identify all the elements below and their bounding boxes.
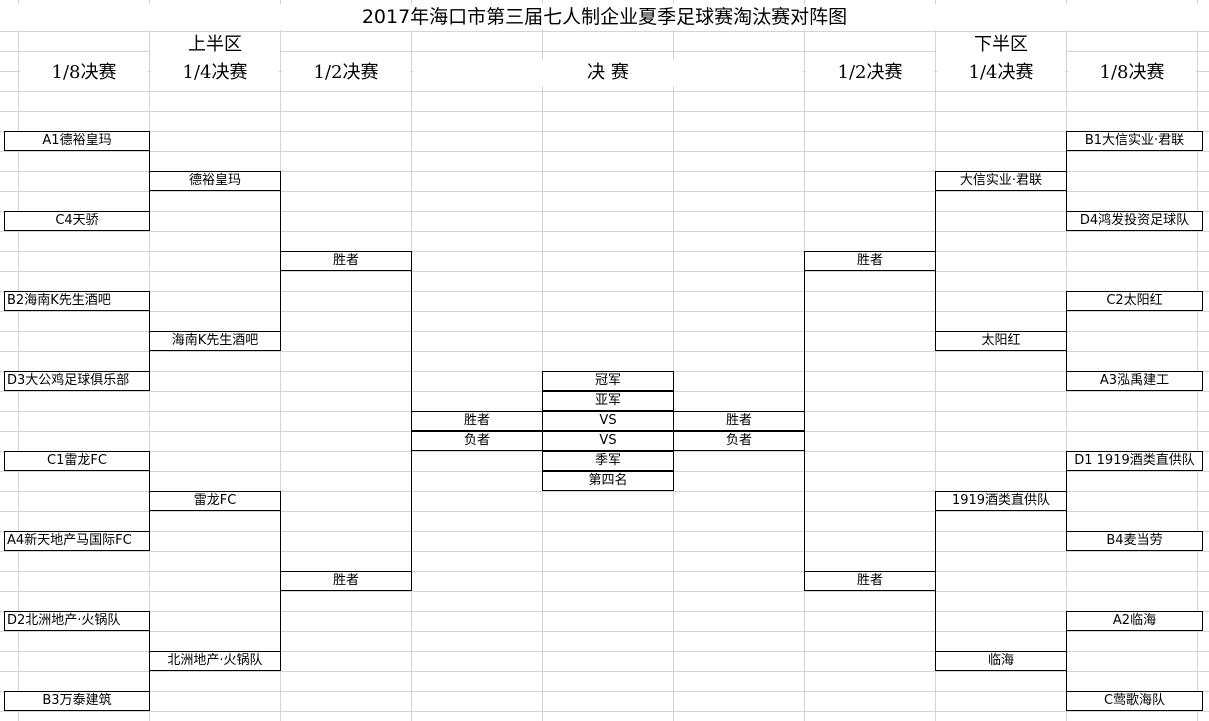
upper-half-label: 上半区 (150, 33, 280, 57)
right-r16-team: C2太阳红 (1066, 291, 1203, 311)
right-sf-slot: 胜者 (804, 251, 936, 271)
left-semifinal-header: 1/2决赛 (282, 60, 410, 86)
right-r16-team: A2临海 (1066, 611, 1203, 631)
runner-up-slot: 亚军 (542, 391, 674, 411)
right-r16-team: D4鸿发投资足球队 (1066, 211, 1203, 231)
left-sf-slot: 胜者 (280, 251, 412, 271)
right-r16-team: B4麦当劳 (1066, 531, 1203, 551)
right-qf-team: 1919酒类直供队 (935, 491, 1067, 511)
third-place-vs-label: VS (542, 431, 674, 451)
left-quarterfinal-header: 1/4决赛 (151, 60, 279, 86)
right-quarterfinal-header: 1/4决赛 (937, 60, 1065, 86)
right-r16-team: B1大信实业·君联 (1066, 131, 1203, 151)
left-r16-team: C4天骄 (4, 211, 150, 231)
left-r16-team: B3万泰建筑 (4, 691, 150, 711)
right-round-of-16-header: 1/8决赛 (1068, 60, 1196, 86)
right-qf-team: 太阳红 (935, 331, 1067, 351)
right-sf-slot: 胜者 (804, 571, 936, 591)
fourth-place-slot: 第四名 (542, 471, 674, 491)
left-r16-team: D2北洲地产·火锅队 (4, 611, 150, 631)
left-final-winner-slot: 胜者 (411, 411, 543, 431)
right-r16-team: A3泓禹建工 (1066, 371, 1203, 391)
final-vs-label: VS (542, 411, 674, 431)
left-qf-team: 德裕皇玛 (149, 171, 281, 191)
left-r16-team: A4新天地产马国际FC (4, 531, 150, 551)
bracket-title: 2017年海口市第三届七人制企业夏季足球赛淘汰赛对阵图 (0, 4, 1209, 30)
right-qf-team: 临海 (935, 651, 1067, 671)
left-r16-team: D3大公鸡足球俱乐部 (4, 371, 150, 391)
right-semifinal-header: 1/2决赛 (806, 60, 934, 86)
third-place-slot: 季军 (542, 451, 674, 471)
right-r16-team: C莺歌海队 (1066, 691, 1203, 711)
left-qf-team: 北洲地产·火锅队 (149, 651, 281, 671)
left-sf-slot: 胜者 (280, 571, 412, 591)
champion-slot: 冠军 (542, 371, 674, 391)
right-qf-team: 大信实业·君联 (935, 171, 1067, 191)
left-round-of-16-header: 1/8决赛 (20, 60, 148, 86)
lower-half-label: 下半区 (936, 33, 1066, 57)
left-qf-team: 雷龙FC (149, 491, 281, 511)
final-header: 决 赛 (413, 60, 803, 86)
left-final-loser-slot: 负者 (411, 431, 543, 451)
left-r16-team: C1雷龙FC (4, 451, 150, 471)
right-final-loser-slot: 负者 (673, 431, 805, 451)
left-r16-team: B2海南K先生酒吧 (4, 291, 150, 311)
left-r16-team: A1德裕皇玛 (4, 131, 150, 151)
left-qf-team: 海南K先生酒吧 (149, 331, 281, 351)
right-r16-team: D1 1919酒类直供队 (1066, 451, 1203, 471)
right-final-winner-slot: 胜者 (673, 411, 805, 431)
